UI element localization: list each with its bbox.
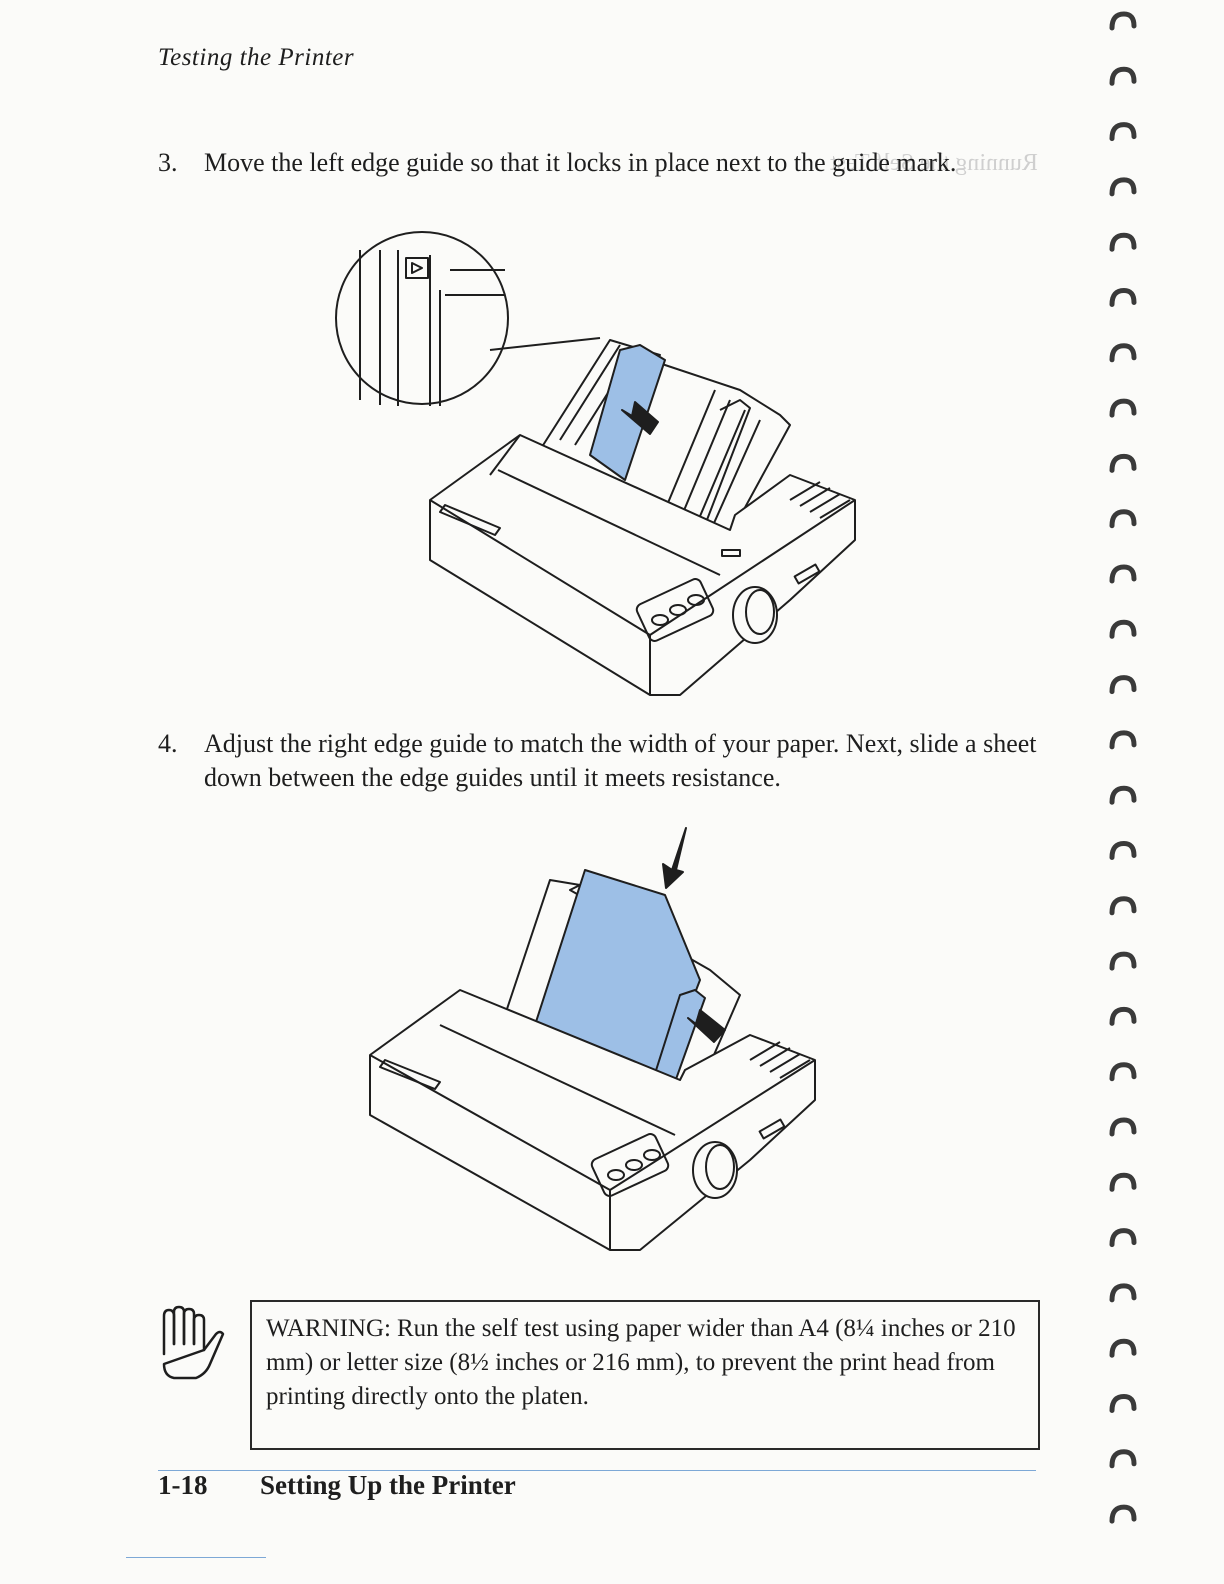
step-3: 3. Move the left edge guide so that it l… — [158, 146, 1038, 180]
binding-ring — [1109, 1228, 1137, 1248]
figure-right-edge-guide — [320, 820, 880, 1270]
binding-ring — [1109, 896, 1137, 916]
step-text: Adjust the right edge guide to match the… — [204, 729, 1037, 792]
binding-ring — [1109, 1338, 1137, 1358]
binding-ring — [1109, 398, 1137, 418]
page-number: 1-18 — [158, 1470, 208, 1500]
warning-box: WARNING:Run the self test using paper wi… — [250, 1300, 1040, 1450]
printer-illustration-left-guide — [335, 231, 856, 696]
warning-label: WARNING: — [266, 1315, 391, 1342]
binding-ring — [1109, 840, 1137, 860]
binding-ring — [1109, 66, 1137, 86]
binding-ring — [1109, 785, 1137, 805]
binding-ring — [1109, 1283, 1137, 1303]
binding-ring — [1109, 675, 1137, 695]
binding-ring — [1109, 453, 1137, 473]
running-header: Testing the Printer — [158, 44, 355, 71]
binding-ring — [1109, 1393, 1137, 1413]
printer-illustration-insert-paper — [369, 827, 816, 1251]
step-number: 4. — [158, 729, 178, 758]
binding-ring — [1109, 1504, 1137, 1524]
spiral-binding — [1098, 0, 1148, 1584]
binding-ring — [1109, 122, 1137, 142]
binding-ring — [1109, 287, 1137, 307]
binding-rings — [1109, 11, 1137, 1524]
binding-ring — [1109, 619, 1137, 639]
binding-ring — [1109, 509, 1137, 529]
bottom-divider — [126, 1557, 266, 1558]
footer-divider — [158, 1470, 1036, 1471]
binding-ring — [1109, 232, 1137, 252]
binding-ring — [1109, 177, 1137, 197]
binding-ring — [1109, 11, 1137, 31]
step-text: Move the left edge guide so that it lock… — [204, 148, 957, 177]
binding-ring — [1109, 1006, 1137, 1026]
binding-ring — [1109, 730, 1137, 750]
binding-ring — [1109, 564, 1137, 584]
warning-text: Run the self test using paper wider than… — [266, 1315, 1016, 1410]
binding-ring — [1109, 1117, 1137, 1137]
hand-icon — [156, 1304, 230, 1384]
footer-section-title: Setting Up the Printer — [260, 1470, 516, 1500]
step-number: 3. — [158, 148, 178, 177]
step-4: 4. Adjust the right edge guide to match … — [158, 727, 1038, 795]
figure-left-edge-guide — [320, 210, 880, 710]
binding-ring — [1109, 343, 1137, 363]
binding-ring — [1109, 1172, 1137, 1192]
binding-ring — [1109, 1062, 1137, 1082]
binding-ring — [1109, 951, 1137, 971]
binding-ring — [1109, 1449, 1137, 1469]
